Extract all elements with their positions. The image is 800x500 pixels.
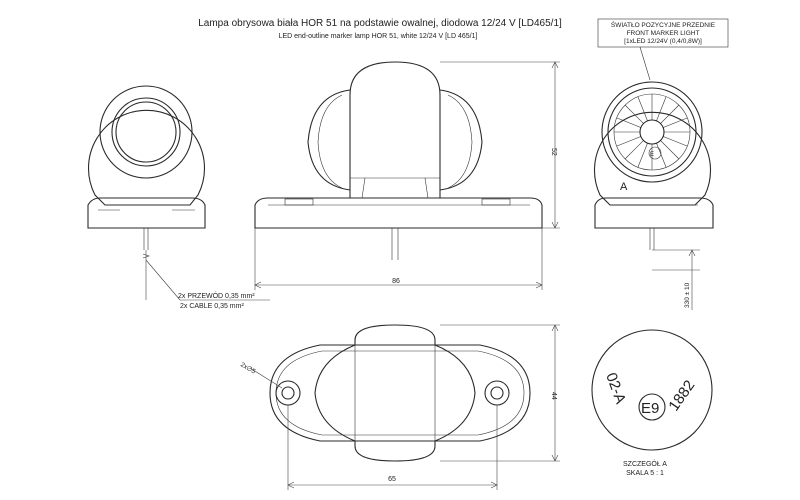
detail-code: 02-A xyxy=(602,371,629,407)
hole-leader xyxy=(249,367,283,389)
cable-leader xyxy=(145,259,181,301)
detail-caption-2: SKALA 5 : 1 xyxy=(626,470,664,477)
dim-hole-value: 2x∅5 xyxy=(239,361,257,375)
dim-width-top xyxy=(287,405,498,490)
side-view xyxy=(254,61,543,260)
cable-note-line2: 2x CABLE 0,35 mm² xyxy=(180,303,244,310)
dim-depth-top-value: 44 xyxy=(550,392,557,400)
cable-note-line1: 2x PRZEWÓD 0,35 mm² xyxy=(178,291,255,300)
label-line2: FRONT MARKER LIGHT xyxy=(627,30,700,37)
detail-number: 1882 xyxy=(665,377,698,414)
dim-cable-length xyxy=(652,249,700,310)
dim-width-side xyxy=(254,228,543,290)
label-line3: [1xLED 12/24V (0,4/0,8W)] xyxy=(624,38,702,45)
dim-cable-length-value: 330 ± 10 xyxy=(684,282,691,308)
drawing-subtitle: LED end-outline marker lamp HOR 51, whit… xyxy=(279,33,478,40)
dim-height xyxy=(440,61,560,229)
svg-text:E: E xyxy=(650,152,654,158)
dim-width-top-value: 65 xyxy=(388,476,396,483)
detail-approval: E9 xyxy=(641,400,659,417)
detail-a xyxy=(591,329,713,451)
detail-caption-1: SZCZEGÓŁ A xyxy=(623,459,667,468)
dim-depth-top xyxy=(440,324,560,462)
dim-width-side-value: 86 xyxy=(392,278,400,285)
rear-view: E xyxy=(593,81,714,250)
front-view xyxy=(87,85,206,300)
drawing-title: Lampa obrysowa biała HOR 51 na podstawie… xyxy=(198,18,562,29)
top-view xyxy=(269,324,531,462)
label-box xyxy=(597,18,729,81)
dim-height-value: 52 xyxy=(550,148,557,156)
label-line1: ŚWIATŁO POZYCYJNE PRZEDNIE xyxy=(611,20,716,29)
detail-marker: A xyxy=(620,181,628,193)
